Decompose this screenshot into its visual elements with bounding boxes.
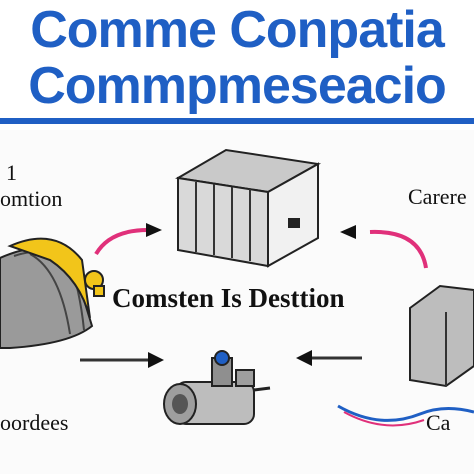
bottom-left-label: oordees [0, 410, 69, 435]
top-left-label: omtion [0, 186, 63, 211]
title-banner: Comme Conpatia Commpmeseacio [0, 0, 474, 124]
top-right-label: Carere [408, 184, 467, 209]
arrow-head-top-right [340, 225, 356, 239]
condenser-unit-icon [337, 284, 474, 427]
box-unit-icon [175, 148, 322, 268]
banner-title-line2: Commpmeseacio [28, 57, 447, 115]
arrow-head-bottom-left [148, 352, 164, 368]
center-label: Comsten Is Desttion [112, 283, 345, 313]
flow-arrows [80, 223, 428, 368]
bottom-right-label: Ca [426, 410, 451, 435]
tank-icon [0, 237, 105, 349]
banner-title-line1: Comme Conpatia [30, 1, 445, 59]
arrow-head-bottom-right [296, 350, 312, 366]
top-left-number: 1 [6, 160, 17, 185]
arrow-head-top-left [146, 223, 162, 237]
pump-icon [163, 350, 271, 425]
diagram-canvas [0, 148, 474, 427]
